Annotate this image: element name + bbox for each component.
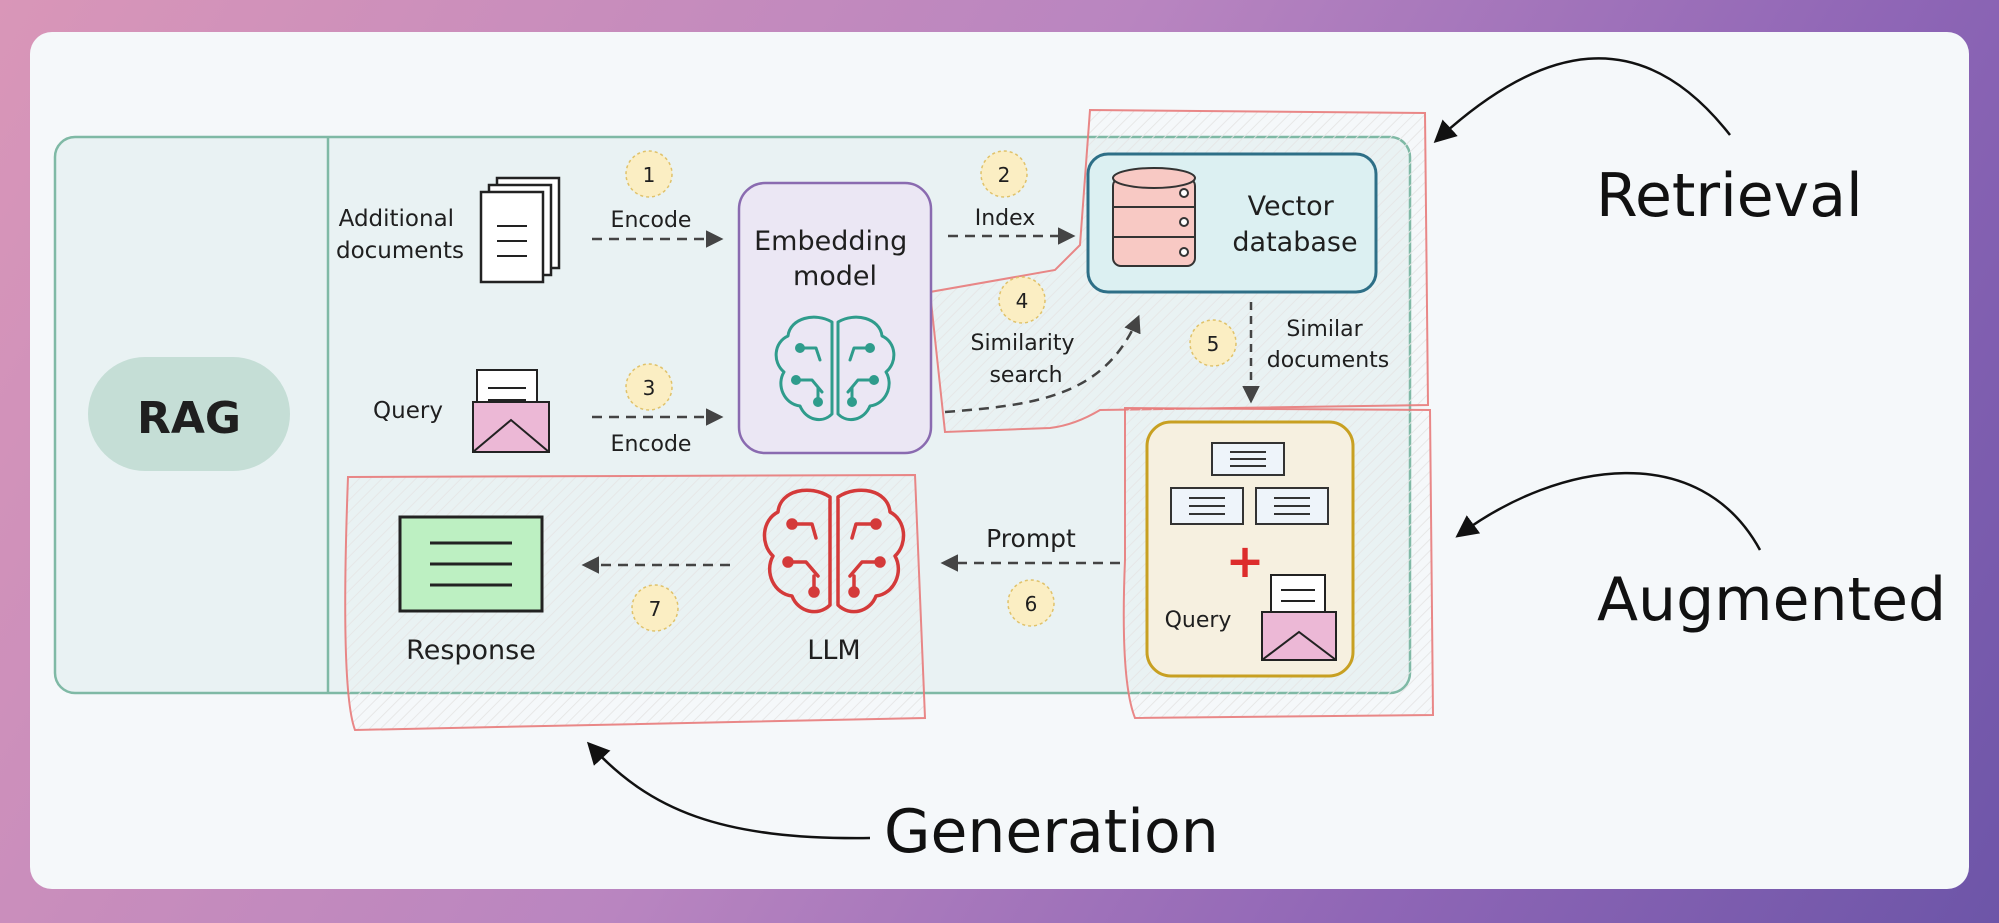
- svg-text:2: 2: [998, 163, 1011, 187]
- embedding-brain-icon: [774, 315, 896, 422]
- embedding-model-label: Embedding model: [754, 226, 916, 292]
- index-label: Index: [975, 206, 1036, 231]
- augmented-query-label: Query: [1165, 608, 1232, 633]
- query-envelope-icon: [472, 369, 550, 453]
- embedding-model-box: [737, 181, 933, 455]
- generation-pointer-arrow: [586, 741, 871, 840]
- prompt-label: Prompt: [986, 524, 1076, 553]
- svg-text:3: 3: [643, 376, 656, 400]
- step-badge-1: 1: [625, 150, 673, 198]
- response-icon: [398, 515, 544, 613]
- plus-sign: +: [1226, 534, 1265, 588]
- rag-label: RAG: [137, 393, 241, 444]
- rag-pill: [88, 357, 290, 471]
- svg-text:1: 1: [643, 163, 656, 187]
- documents-icon: [479, 176, 561, 284]
- augmented-callout: Augmented: [1597, 565, 1946, 635]
- svg-text:6: 6: [1025, 592, 1038, 616]
- similar-documents-label: Similar documents: [1267, 317, 1389, 373]
- vector-database-label: Vector database: [1232, 191, 1357, 258]
- step-badge-7: 7: [631, 584, 679, 632]
- similarity-search-arrow: [944, 314, 1141, 414]
- step-badge-3: 3: [625, 363, 673, 411]
- retrieved-documents-icon: [1170, 442, 1329, 525]
- svg-text:7: 7: [649, 597, 662, 621]
- step-badge-4: 4: [998, 276, 1046, 324]
- encode-label-1: Encode: [611, 208, 692, 233]
- svg-text:4: 4: [1016, 289, 1029, 313]
- additional-documents-label: Additional documents: [336, 206, 464, 264]
- similarity-search-label: Similarity search: [970, 331, 1081, 388]
- step-badge-6: 6: [1007, 579, 1055, 627]
- generation-callout: Generation: [884, 797, 1219, 867]
- augmented-query-envelope-icon: [1261, 574, 1337, 661]
- svg-text:5: 5: [1207, 332, 1220, 356]
- encode-label-3: Encode: [611, 432, 692, 457]
- step-badge-5: 5: [1189, 319, 1237, 367]
- query-label: Query: [373, 398, 443, 424]
- step-badge-2: 2: [980, 150, 1028, 198]
- llm-brain-icon: [762, 488, 906, 614]
- llm-label: LLM: [807, 635, 860, 666]
- response-label: Response: [406, 635, 536, 666]
- database-icon: [1112, 167, 1196, 267]
- augmented-pointer-arrow: [1455, 471, 1762, 551]
- retrieval-callout: Retrieval: [1596, 161, 1863, 231]
- retrieval-pointer-arrow: [1433, 57, 1731, 144]
